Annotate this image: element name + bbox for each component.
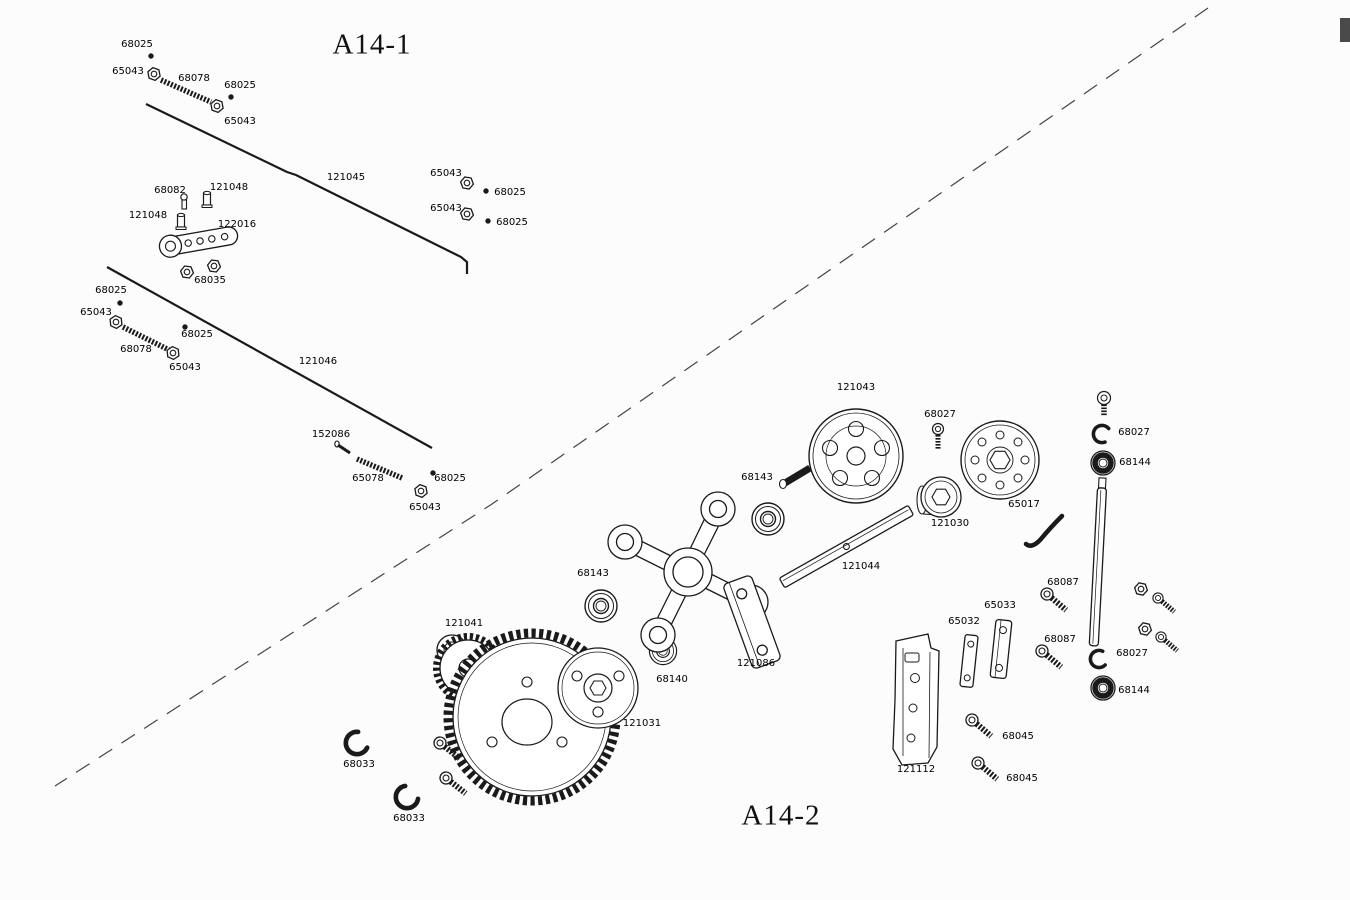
- part-label: 68045: [1002, 731, 1034, 742]
- section-title-a14-1: A14-1: [332, 28, 412, 61]
- part-label: 121043: [836, 382, 876, 393]
- part-label: 65043: [430, 168, 462, 179]
- part-label: 68033: [343, 759, 375, 770]
- assembly-a14-1: [106, 53, 491, 500]
- part-label: 121048: [209, 182, 249, 193]
- part-label: 65043: [169, 362, 201, 373]
- part-label: 65043: [112, 66, 144, 77]
- part-label: 68144: [1119, 457, 1151, 468]
- part-label: 121031: [622, 718, 662, 729]
- part-label: 122016: [217, 219, 257, 230]
- part-label: 68027: [924, 409, 956, 420]
- part-label: 68035: [194, 275, 226, 286]
- mount-bracket-121112: [892, 633, 940, 766]
- part-label: 68025: [95, 285, 127, 296]
- part-label: 68082: [154, 185, 186, 196]
- screw-68027-clutch: [931, 422, 945, 449]
- spur-gear-121031: [443, 628, 639, 806]
- hub-spider-121086: [607, 491, 781, 669]
- axle-shaft-column: [1087, 390, 1115, 701]
- part-label: 65032: [948, 616, 980, 627]
- part-label: 65043: [224, 116, 256, 127]
- part-label: 68027: [1116, 648, 1148, 659]
- turnbuckle-set-65078: [334, 440, 436, 500]
- part-label: 68025: [434, 473, 466, 484]
- rod-end-hardware-right: [458, 175, 491, 224]
- mount-screws-68087: [1034, 581, 1181, 671]
- part-label: 68144: [1118, 685, 1150, 696]
- steering-rod-121045: [145, 103, 469, 274]
- part-label: 68045: [1006, 773, 1038, 784]
- part-label: 65043: [430, 203, 462, 214]
- part-label: 68087: [1047, 577, 1079, 588]
- section-separator-line: [54, 7, 1209, 787]
- part-label: 121044: [841, 561, 881, 572]
- part-label: 121112: [896, 764, 936, 775]
- bearing-68143-right: [751, 502, 785, 536]
- clutch-hub-121030: [916, 476, 962, 518]
- drive-shaft-121044: [779, 505, 914, 588]
- part-label: 65043: [80, 307, 112, 318]
- part-label: 121086: [736, 658, 776, 669]
- part-label: 152086: [311, 429, 351, 440]
- part-label: 68143: [577, 568, 609, 579]
- part-label: 68025: [496, 217, 528, 228]
- part-label: 121045: [326, 172, 366, 183]
- steering-rod-121046: [106, 266, 433, 449]
- section-title-a14-2: A14-2: [741, 799, 821, 832]
- brake-plate-65033: [989, 618, 1013, 680]
- part-label: 65078: [352, 473, 384, 484]
- part-label: 68027: [1118, 427, 1150, 438]
- bracket-screws-68045: [964, 712, 1001, 784]
- part-label: 68087: [1044, 634, 1076, 645]
- part-label: 68033: [393, 813, 425, 824]
- bearing-68143-left: [584, 589, 618, 623]
- part-label: 68025: [494, 187, 526, 198]
- lower-linkage-screw-set: [107, 300, 188, 362]
- assembly-a14-2: [342, 390, 1181, 813]
- clutch-bell-121043: [778, 408, 904, 504]
- part-label: 68140: [656, 674, 688, 685]
- part-label: 68143: [741, 472, 773, 483]
- servo-horn-assembly-122016: [158, 190, 239, 280]
- brake-cam-pin: [1023, 513, 1065, 548]
- part-label: 121030: [930, 518, 970, 529]
- brake-plate-65032: [959, 634, 979, 688]
- part-label: 121048: [128, 210, 168, 221]
- part-label: 121041: [444, 618, 484, 629]
- top-linkage-screw-set: [145, 53, 234, 115]
- part-label: 68025: [181, 329, 213, 340]
- scrollbar-thumb[interactable]: [1340, 18, 1350, 42]
- part-label: 68078: [178, 73, 210, 84]
- part-label: 121046: [298, 356, 338, 367]
- part-label: 65033: [984, 600, 1016, 611]
- part-label: 68025: [121, 39, 153, 50]
- part-label: 65043: [409, 502, 441, 513]
- part-label: 65017: [1008, 499, 1040, 510]
- part-label: 68078: [120, 344, 152, 355]
- part-label: 68025: [224, 80, 256, 91]
- brake-disc-65017: [960, 420, 1040, 500]
